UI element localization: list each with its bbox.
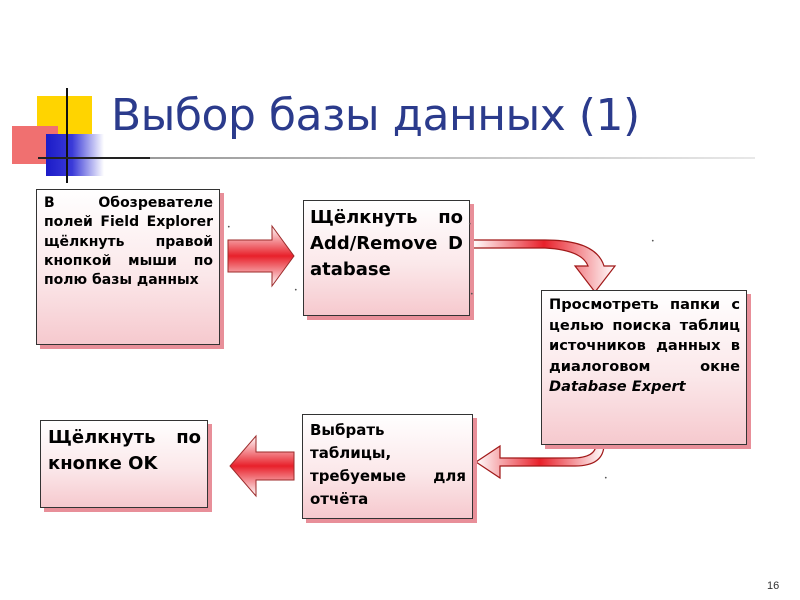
step-box-click-ok: Щёлкнуть по кнопке OK xyxy=(40,420,208,508)
decor-dot: • xyxy=(470,291,474,298)
step-3-text: Просмотреть папки с целью поиска таблиц … xyxy=(549,296,740,375)
title-underline xyxy=(150,157,755,159)
database-expert-label: Database Expert xyxy=(549,378,686,395)
arrow-left-icon xyxy=(229,434,295,498)
arrow-curve-down-icon xyxy=(472,239,617,293)
step-4-text: Выбрать таблицы, требуемые для отчёта xyxy=(310,421,466,508)
step-box-browse-folders: Просмотреть папки с целью поиска таблиц … xyxy=(541,290,747,445)
decor-horizontal-line xyxy=(38,157,158,159)
step-5-text: Щёлкнуть по кнопке OK xyxy=(48,427,201,474)
slide-title: Выбор базы данных (1) xyxy=(111,90,640,141)
page-number: 16 xyxy=(767,580,780,592)
decor-dot: • xyxy=(227,224,231,231)
arrow-curve-left-icon xyxy=(474,429,605,480)
decor-dot: • xyxy=(604,475,608,482)
decor-vertical-line xyxy=(66,88,68,183)
arrow-right-icon xyxy=(227,224,295,288)
decor-blue-square xyxy=(46,134,104,176)
step-box-field-explorer: В Обозревателе полей Field Explorer щёлк… xyxy=(36,189,220,345)
step-1-text: В Обозревателе полей Field Explorer щёлк… xyxy=(44,195,213,289)
decor-dot: • xyxy=(468,221,472,228)
step-2-text: Щёлкнуть по Add/Remove Database xyxy=(310,207,463,280)
step-box-select-tables: Выбрать таблицы, требуемые для отчёта xyxy=(302,414,473,519)
decor-dot: • xyxy=(294,287,298,294)
step-box-add-remove-database: Щёлкнуть по Add/Remove Database xyxy=(303,200,470,316)
decor-dot: • xyxy=(651,238,655,245)
